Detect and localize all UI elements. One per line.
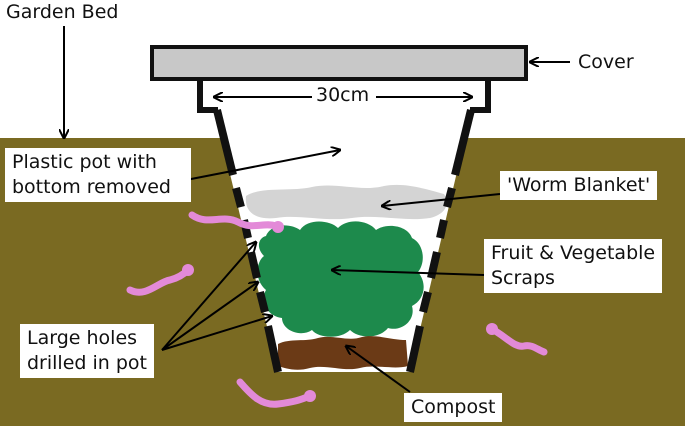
label-holes-line-2: drilled in pot xyxy=(27,352,147,374)
label-plastic-pot-line-2: bottom removed xyxy=(12,176,171,198)
label-width: 30cm xyxy=(313,84,373,106)
arrow-scraps xyxy=(332,270,485,276)
arrow-compost xyxy=(346,346,411,393)
arrow-holes-2 xyxy=(161,282,258,351)
arrow-plastic-pot xyxy=(185,150,340,181)
worm xyxy=(236,378,314,408)
label-worm-blanket: 'Worm Blanket' xyxy=(500,171,658,200)
label-plastic-pot-line-1: Plastic pot with xyxy=(12,151,157,173)
label-scraps-line-1: Fruit & Vegetable xyxy=(491,242,656,264)
worm-blanket xyxy=(245,184,447,220)
label-cover: Cover xyxy=(578,51,634,73)
worms xyxy=(126,211,548,408)
arrow-holes-1 xyxy=(161,242,256,351)
compost-layer xyxy=(278,336,408,370)
worm xyxy=(486,324,548,356)
label-scraps: Fruit & Vegetable Scraps xyxy=(484,239,663,293)
pot-rim xyxy=(197,80,491,113)
fruit-vegetable-scraps xyxy=(257,221,424,337)
worm-heads xyxy=(182,221,498,402)
label-garden-bed: Garden Bed xyxy=(6,1,119,23)
pointer-arrows xyxy=(64,26,570,393)
label-compost: Compost xyxy=(404,393,503,422)
label-scraps-line-2: Scraps xyxy=(491,267,555,289)
arrow-holes-3 xyxy=(161,316,272,351)
worm xyxy=(188,211,280,230)
label-plastic-pot: Plastic pot with bottom removed xyxy=(5,148,191,202)
label-holes-line-1: Large holes xyxy=(27,327,138,349)
arrow-worm-blanket xyxy=(382,193,501,206)
label-holes: Large holes drilled in pot xyxy=(20,324,154,378)
cover-lid xyxy=(150,45,528,81)
